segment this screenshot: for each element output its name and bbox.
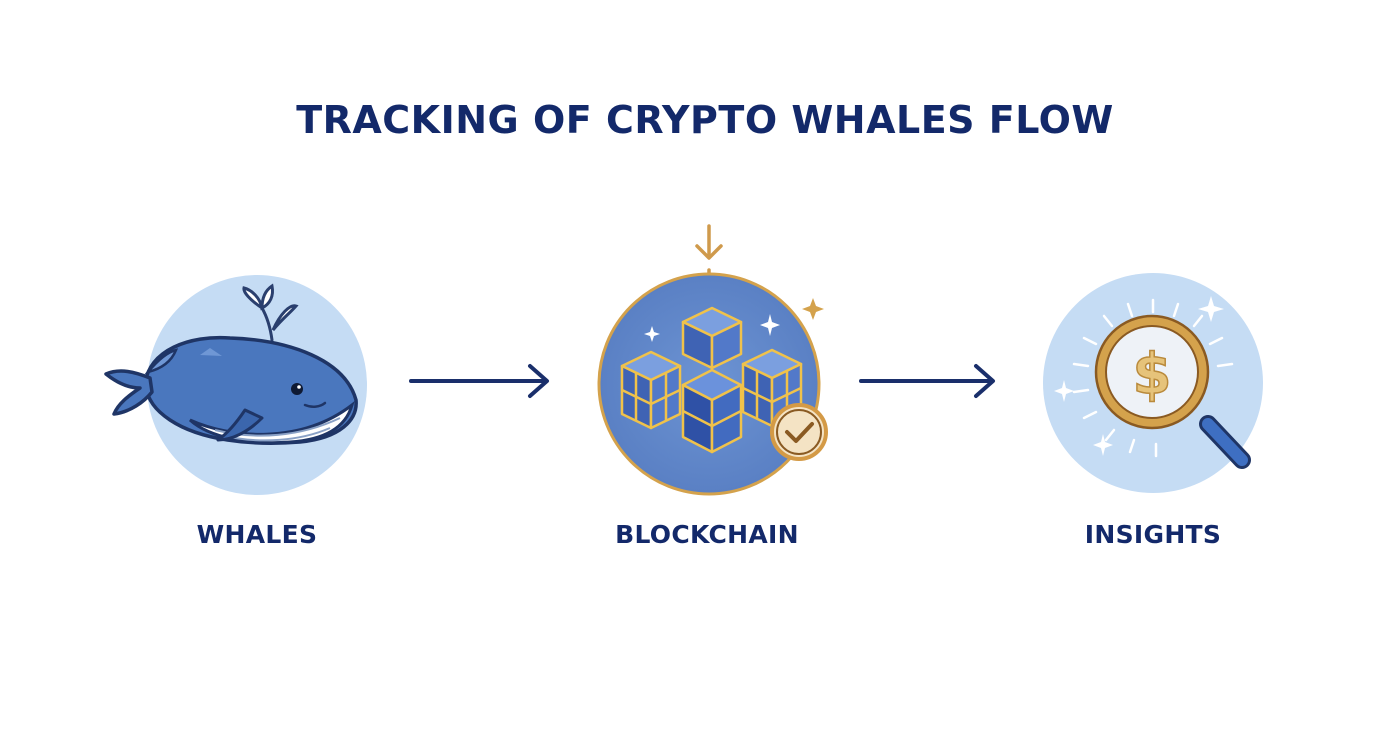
- node-blockchain: [597, 224, 828, 496]
- magnifier-dollar-icon: $: [1094, 314, 1251, 469]
- diagram-title: TRACKING OF CRYPTO WHALES FLOW: [296, 98, 1114, 142]
- verified-check-icon: [770, 403, 828, 461]
- sparkle-icon: [1054, 296, 1224, 456]
- whale-icon: [104, 283, 358, 445]
- node-insights: $: [1043, 273, 1263, 493]
- node-label-insights: INSIGHTS: [1084, 520, 1222, 549]
- node-whales: [104, 275, 367, 495]
- sparkle-icon: [644, 298, 824, 342]
- node-label-whales: WHALES: [196, 520, 318, 549]
- edge-whales-to-blockchain: [409, 364, 549, 398]
- edge-blockchain-to-insights: [859, 364, 995, 398]
- blockchain-cubes-icon: [620, 306, 803, 454]
- light-rays: [1072, 298, 1234, 458]
- svg-text:$: $: [1133, 342, 1172, 407]
- node-label-blockchain: BLOCKCHAIN: [615, 520, 799, 549]
